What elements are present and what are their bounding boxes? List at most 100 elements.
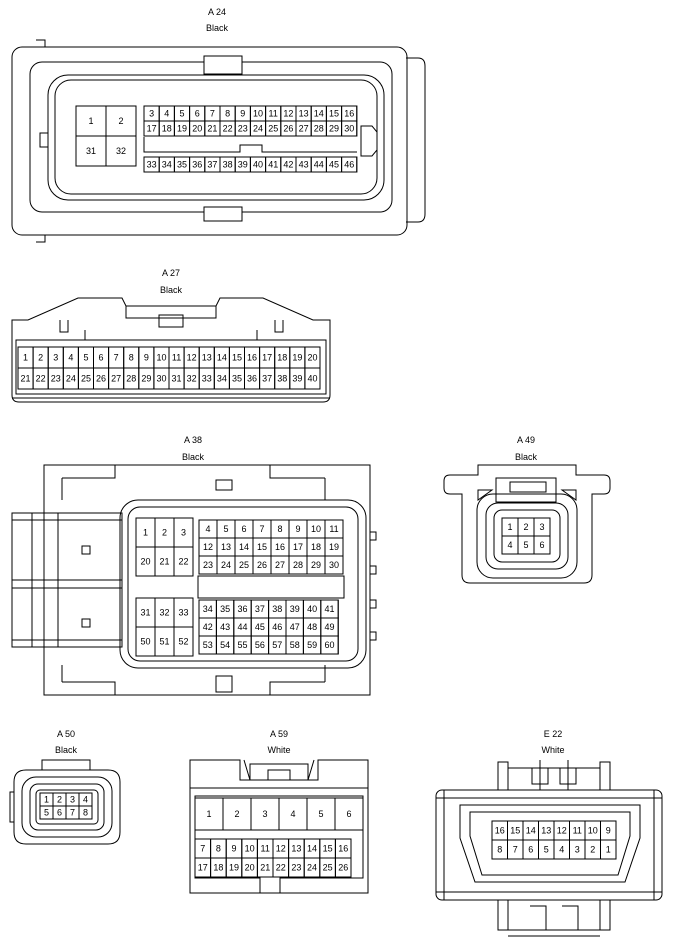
pin-number: 5 xyxy=(318,809,323,819)
pin-number: 5 xyxy=(544,845,549,855)
pin-cell xyxy=(324,555,344,575)
pin-number: 10 xyxy=(156,353,166,363)
connector-a50-face xyxy=(35,789,99,825)
pin-number: 8 xyxy=(216,844,221,854)
pin-cell xyxy=(334,797,364,831)
pin-number: 20 xyxy=(140,557,150,567)
connector-a59-lock-tab xyxy=(267,769,291,781)
pin-number: 29 xyxy=(141,374,151,384)
pin-number: 26 xyxy=(338,863,348,873)
pin-cell xyxy=(173,546,194,577)
connector-a49-cavity-inner xyxy=(485,502,569,570)
pin-number: 9 xyxy=(606,826,611,836)
connector-a38-side-clips xyxy=(370,531,377,641)
pin-number: 2 xyxy=(234,809,239,819)
connector-a50-cavity-inner xyxy=(29,783,105,831)
pin-number: 45 xyxy=(255,622,265,632)
connector-a50-housing xyxy=(13,769,121,845)
pin-number: 19 xyxy=(329,542,339,552)
pin-number: 5 xyxy=(83,353,88,363)
pin-cell xyxy=(334,857,352,878)
pin-number: 23 xyxy=(51,374,61,384)
pin-number: 28 xyxy=(314,124,324,134)
pin-number: 1 xyxy=(44,795,49,805)
connector-e22-top-posts xyxy=(497,761,611,791)
connector-a38-frame xyxy=(61,465,326,695)
pin-number: 26 xyxy=(283,124,293,134)
pin-number: 39 xyxy=(292,374,302,384)
connector-a24-divider xyxy=(143,137,357,153)
pin-number: 8 xyxy=(277,524,282,534)
pin-number: 21 xyxy=(21,374,31,384)
connector-e22-top-lines xyxy=(531,760,577,790)
pin-number: 59 xyxy=(307,640,317,650)
pin-number: 9 xyxy=(295,524,300,534)
pin-number: 13 xyxy=(221,542,231,552)
pin-number: 20 xyxy=(245,863,255,873)
connector-e22-bottom-lines xyxy=(508,905,600,937)
pin-number: 3 xyxy=(262,809,267,819)
pin-number: 5 xyxy=(44,808,49,818)
pin-number: 11 xyxy=(329,524,338,534)
pin-number: 43 xyxy=(299,160,309,170)
connector-a24-housing xyxy=(11,46,408,236)
connector-a38-cavity xyxy=(119,499,367,669)
pin-number: 7 xyxy=(70,808,75,818)
pin-number: 54 xyxy=(220,640,230,650)
pin-number: 29 xyxy=(329,124,339,134)
pin-number: 53 xyxy=(203,640,213,650)
pin-number: 2 xyxy=(162,528,167,538)
pin-number: 6 xyxy=(528,845,533,855)
pin-number: 27 xyxy=(275,560,285,570)
connector-a38-top-tab xyxy=(215,479,233,491)
pin-number: 23 xyxy=(238,124,248,134)
pin-number: 16 xyxy=(247,353,257,363)
pin-number: 33 xyxy=(147,160,157,170)
pin-number: 23 xyxy=(291,863,301,873)
pin-number: 51 xyxy=(159,637,169,647)
pin-number: 10 xyxy=(588,826,598,836)
pin-number: 25 xyxy=(239,560,249,570)
pin-number: 25 xyxy=(81,374,91,384)
connector-e22-trapezoid xyxy=(459,804,641,883)
pin-number: 35 xyxy=(232,374,242,384)
pin-number: 18 xyxy=(311,542,321,552)
pin-number: 11 xyxy=(172,353,181,363)
pin-number: 19 xyxy=(177,124,187,134)
pin-number: 56 xyxy=(255,640,265,650)
pin-number: 28 xyxy=(293,560,303,570)
pin-number: 36 xyxy=(192,160,202,170)
pin-number: 32 xyxy=(116,146,126,156)
pin-number: 2 xyxy=(118,116,123,126)
connector-a49-id: A 49 xyxy=(517,435,535,445)
pin-number: 6 xyxy=(539,540,544,550)
pin-number: 6 xyxy=(195,109,200,119)
pin-number: 30 xyxy=(329,560,339,570)
pin-number: 4 xyxy=(290,809,295,819)
pin-number: 8 xyxy=(83,808,88,818)
pin-number: 21 xyxy=(207,124,217,134)
pin-number: 46 xyxy=(272,622,282,632)
pin-number: 22 xyxy=(178,557,188,567)
pin-number: 14 xyxy=(239,542,249,552)
connector-a38-lever-hole xyxy=(81,545,91,555)
pin-number: 12 xyxy=(203,542,213,552)
pin-cell xyxy=(341,120,358,137)
pin-number: 18 xyxy=(213,863,223,873)
pin-number: 1 xyxy=(88,116,93,126)
pin-number: 36 xyxy=(247,374,257,384)
pin-number: 40 xyxy=(307,374,317,384)
pin-number: 28 xyxy=(126,374,136,384)
pin-number: 32 xyxy=(187,374,197,384)
pin-number: 60 xyxy=(324,640,334,650)
pin-number: 40 xyxy=(307,604,317,614)
pin-number: 4 xyxy=(83,795,88,805)
pin-number: 44 xyxy=(314,160,324,170)
pin-number: 9 xyxy=(240,109,245,119)
connector-a24-bottom-tab xyxy=(203,206,243,222)
